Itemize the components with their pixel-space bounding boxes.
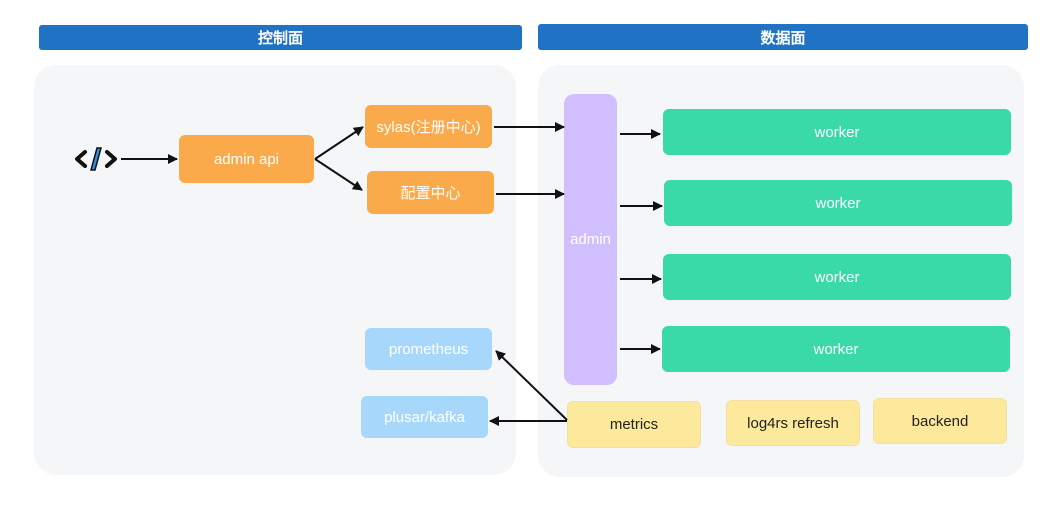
code-icon <box>74 146 118 172</box>
arrow-admin-api-to-sylas <box>314 126 364 160</box>
code-icon-graphic <box>75 147 117 171</box>
worker-node: worker <box>663 109 1011 155</box>
backend-label: backend <box>911 412 969 430</box>
worker-label: worker <box>813 340 859 358</box>
admin-node: admin <box>564 94 617 385</box>
arrow-admin-api-to-config-center <box>314 158 363 191</box>
control-plane-header: 控制面 <box>39 25 522 50</box>
admin-api-label: admin api <box>213 150 280 168</box>
log4rs-refresh-node: log4rs refresh <box>726 400 860 446</box>
prometheus-label: prometheus <box>388 340 469 358</box>
plusar-kafka-label: plusar/kafka <box>384 408 465 426</box>
worker-node: worker <box>664 180 1012 226</box>
config-center-node: 配置中心 <box>367 171 494 214</box>
worker-node: worker <box>663 254 1011 300</box>
data-plane-header: 数据面 <box>538 24 1028 50</box>
prometheus-node: prometheus <box>365 328 492 370</box>
worker-label: worker <box>815 194 861 212</box>
admin-api-node: admin api <box>179 135 314 183</box>
config-center-label: 配置中心 <box>400 185 461 202</box>
log4rs-refresh-label: log4rs refresh <box>747 414 839 432</box>
backend-node: backend <box>873 398 1007 444</box>
worker-label: worker <box>814 123 860 141</box>
metrics-node: metrics <box>567 401 701 448</box>
arrow-metrics-to-prometheus <box>495 350 568 421</box>
worker-node: worker <box>662 326 1010 372</box>
admin-label: admin <box>570 231 611 248</box>
sylas-registry-node: sylas(注册中心) <box>365 105 492 148</box>
worker-label: worker <box>814 268 860 286</box>
sylas-registry-label: sylas(注册中心) <box>376 119 481 136</box>
metrics-label: metrics <box>609 416 659 433</box>
control-plane-title: 控制面 <box>257 30 303 47</box>
plusar-kafka-node: plusar/kafka <box>361 396 488 438</box>
data-plane-title: 数据面 <box>760 29 806 47</box>
